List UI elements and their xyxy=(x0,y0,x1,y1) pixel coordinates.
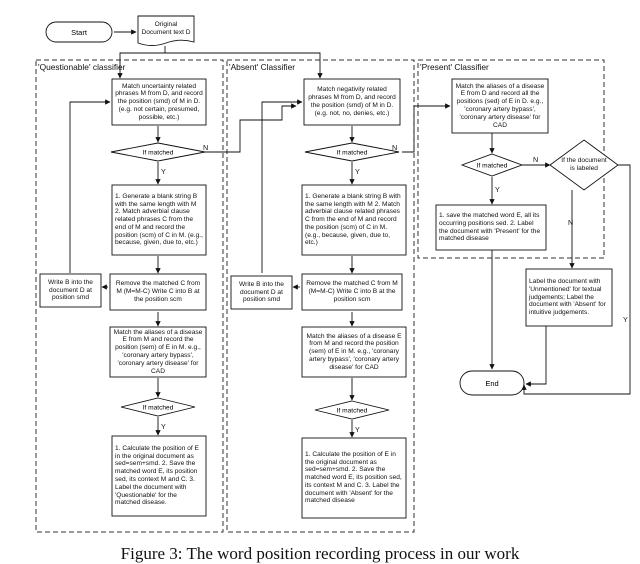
q-remove-c-box: Remove the matched C from M (M=M-C) Writ… xyxy=(115,280,201,303)
p-decision xyxy=(460,153,524,177)
p-decision-label: If matched xyxy=(477,163,508,170)
edge-label-q2-yes: Y xyxy=(161,422,166,431)
a-decision-1-label: If matched xyxy=(337,150,368,157)
original-document-node xyxy=(137,15,195,46)
a-match-aliases-box: Match the aliases of a disease E from M … xyxy=(306,332,402,371)
a-decision-1 xyxy=(304,142,400,162)
edge-label-a2-yes: Y xyxy=(355,425,360,434)
labeled-decision-label: If the document is labeled xyxy=(561,157,607,172)
labeled-decision xyxy=(549,139,619,191)
region-title-questionable: 'Questionable' classifier xyxy=(38,62,126,72)
q-write-b-box: Write B into the document D at position … xyxy=(48,278,93,302)
region-absent xyxy=(226,59,415,533)
label-unmentioned-box: Label the document with 'Unmentioned' fo… xyxy=(529,278,606,317)
edge-label-p-no: N xyxy=(533,155,538,164)
figure-caption: Figure 3: The word position recording pr… xyxy=(120,544,520,563)
edge-label-labeled-no: N xyxy=(568,218,573,227)
a-decision-2 xyxy=(314,400,390,420)
q-calculate-box: 1. Calculate the position of E in the or… xyxy=(115,444,199,507)
q-decision-2 xyxy=(120,397,196,417)
region-questionable xyxy=(35,59,224,533)
a-calculate-box: 1. Calculate the position of E in the or… xyxy=(305,450,402,505)
a-generate-blank-box: 1. Generate a blank string B with the sa… xyxy=(305,192,401,247)
q-decision-2-label: If matched xyxy=(143,405,174,412)
q-match-aliases-box: Match the aliases of a disease E from M … xyxy=(113,328,203,375)
edge-label-q1-no: N xyxy=(203,143,208,152)
region-title-absent: 'Absent' Classifier xyxy=(229,62,295,72)
start-label: Start xyxy=(71,28,88,37)
p-match-aliases-box: Match the aliases of a disease E from D … xyxy=(455,82,545,129)
start-node xyxy=(45,21,113,43)
original-document-label: Original Document text D xyxy=(141,21,191,36)
a-write-b-box: Write B into the document D at position … xyxy=(239,280,284,304)
edge-label-p-yes: Y xyxy=(495,185,500,194)
q-generate-blank-box: 1. Generate a blank string B with the sa… xyxy=(115,192,203,247)
q-match-uncertainty-box: Match uncertainty related phrases M from… xyxy=(115,82,203,121)
a-decision-2-label: If matched xyxy=(337,408,368,415)
a-match-negativity-box: Match negativity related phrases M from … xyxy=(308,86,396,117)
p-save-box: 1. save the matched word E, all its occu… xyxy=(439,211,541,243)
a-remove-c-box: Remove the matched C from M (M=M-C) Writ… xyxy=(306,280,398,303)
edge-label-q1-yes: Y xyxy=(161,167,166,176)
q-decision-1-label: If matched xyxy=(143,150,174,157)
connectors xyxy=(69,29,631,438)
q-decision-1 xyxy=(110,142,206,162)
end-label: End xyxy=(485,379,498,388)
edge-label-a1-yes: Y xyxy=(355,167,360,176)
end-node xyxy=(459,370,525,396)
edge-label-labeled-yes: Y xyxy=(623,315,628,324)
region-title-present: 'Present' Classifier xyxy=(420,62,489,72)
edge-label-a1-no: N xyxy=(392,143,397,152)
